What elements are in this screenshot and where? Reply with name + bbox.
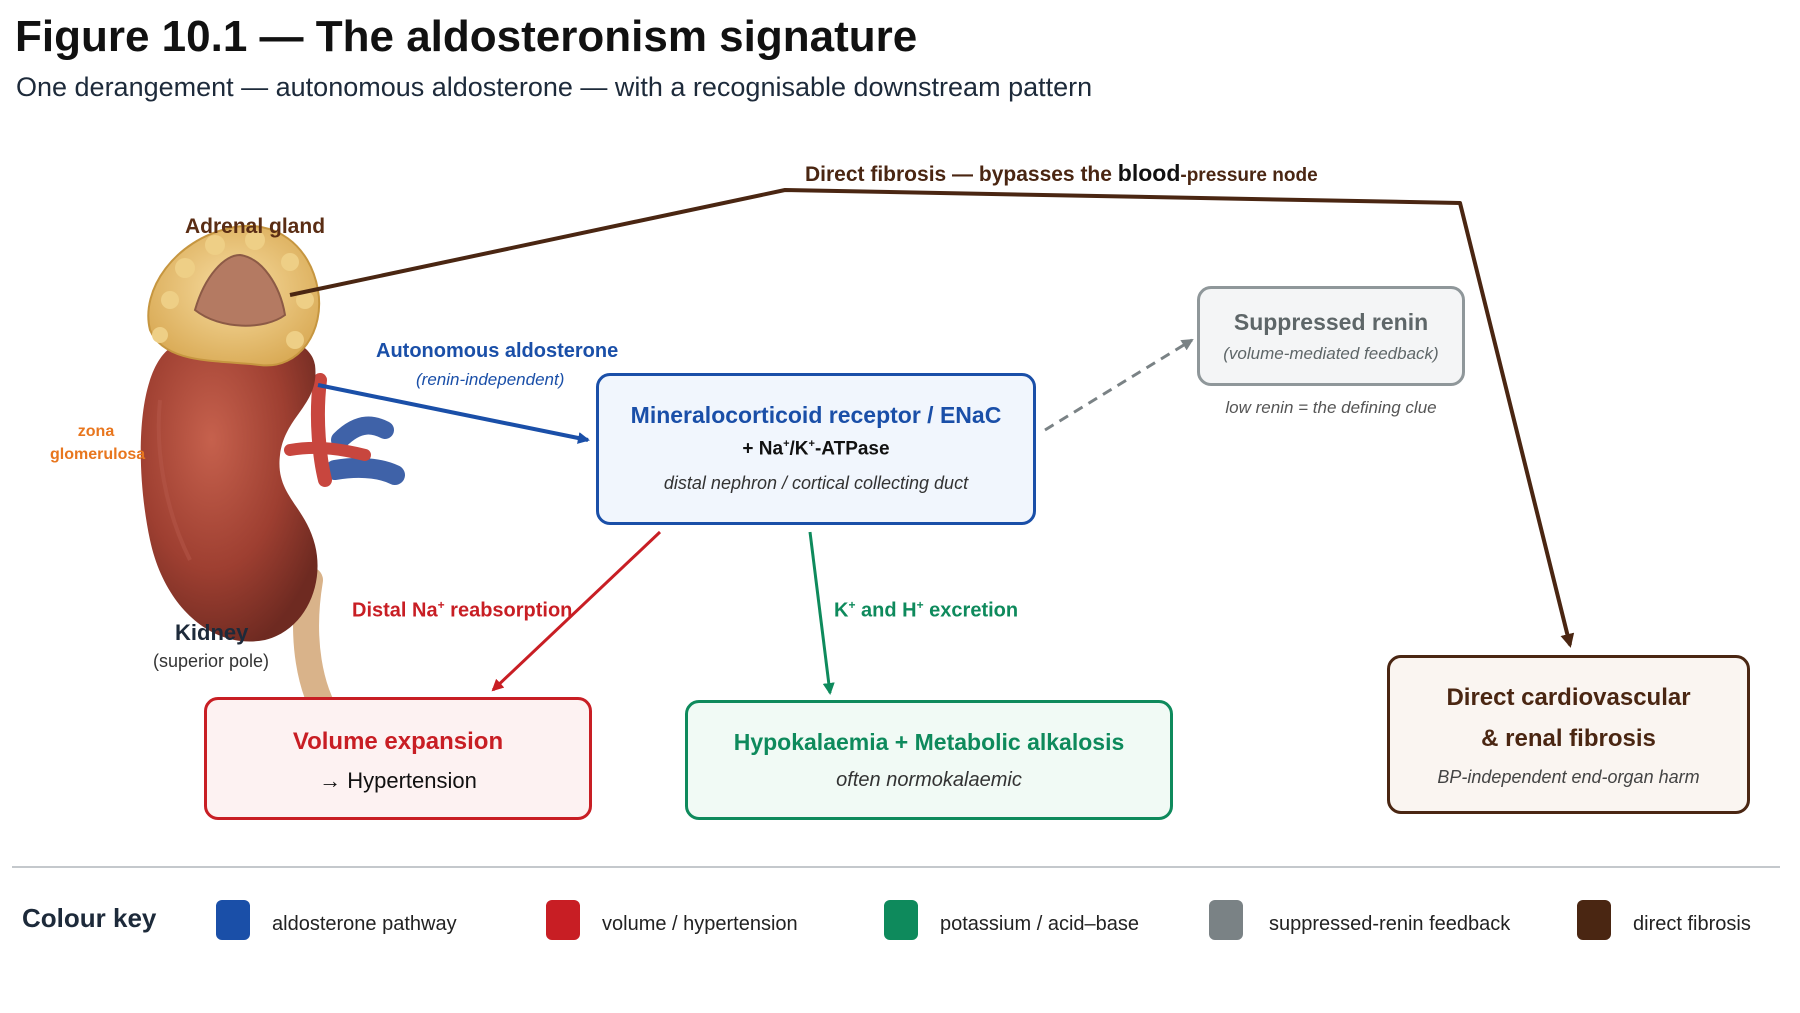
potassium-sup-b: +: [916, 598, 924, 612]
receptor-node-subtitle: + Na+/K+-ATPase: [599, 438, 1033, 460]
receptor-line2-c: -ATPase: [814, 438, 890, 460]
renin-node: Suppressed renin (volume-mediated feedba…: [1197, 286, 1465, 386]
key-label-renin: suppressed-renin feedback: [1269, 913, 1511, 935]
potassium-arrow: [808, 531, 835, 695]
hypokalaemia-node: Hypokalaemia + Metabolic alkalosis often…: [685, 700, 1173, 820]
key-swatch-potassium: [884, 900, 918, 940]
kidney-sublabel: (superior pole): [153, 651, 270, 671]
potassium-sup-a: +: [848, 598, 856, 612]
aldosterone-arrow-label: Autonomous aldosterone: [376, 340, 619, 362]
sodium-arrow: [491, 530, 662, 692]
key-swatch-volume: [546, 900, 580, 940]
key-label-volume: volume / hypertension: [602, 913, 798, 935]
zona-label-line-1: zona: [77, 423, 115, 440]
receptor-line2-a: + Na: [742, 438, 784, 460]
key-label-aldosterone: aldosterone pathway: [272, 913, 457, 935]
key-swatch-aldosterone: [216, 900, 250, 940]
fibrosis-node-note: BP-independent end-organ harm: [1437, 767, 1700, 787]
fibrosis-node-title-1: Direct cardiovascular: [1446, 684, 1691, 711]
volume-node: Volume expansion → Hypertension: [204, 697, 592, 820]
page-title: Figure 10.1 — The aldosteronism signatur…: [15, 12, 918, 61]
adrenal-gland-illustration: [147, 224, 321, 367]
kidney-label: Kidney: [175, 620, 249, 645]
fibrosis-arrow-label: Direct fibrosis — bypasses the blood-pre…: [805, 160, 1318, 187]
fibrosis-label-suffix: -pressure node: [1180, 165, 1318, 186]
potassium-label-c: excretion: [923, 599, 1019, 622]
sodium-label-pre: Distal Na: [352, 599, 438, 622]
receptor-node-note: distal nephron / cortical collecting duc…: [663, 473, 969, 494]
hypokalaemia-node-title: Hypokalaemia + Metabolic alkalosis: [733, 729, 1125, 755]
potassium-label-b: and H: [855, 599, 917, 622]
zona-label-line-2: glomerulosa: [50, 446, 146, 463]
sodium-label-post: reabsorption: [444, 599, 573, 622]
aldosterone-arrow: [317, 383, 590, 444]
sodium-label-sup: +: [437, 598, 445, 612]
renin-feedback-arrow: [1044, 338, 1194, 432]
fibrosis-label-prefix: Direct fibrosis — bypasses the: [805, 163, 1118, 186]
aldosterone-arrow-sublabel: (renin-independent): [416, 370, 565, 389]
receptor-node-title: Mineralocorticoid receptor / ENaC: [630, 402, 1002, 428]
potassium-label-a: K: [834, 599, 849, 622]
adrenal-gland-label: Adrenal gland: [185, 215, 326, 238]
receptor-line2-sup2: +: [808, 438, 815, 450]
kidney-illustration: [140, 331, 405, 733]
receptor-line2-sup1: +: [783, 438, 790, 450]
page-subtitle: One derangement — autonomous aldosterone…: [16, 72, 1093, 102]
zona-glomerulosa-label: zona glomerulosa: [50, 420, 146, 466]
fibrosis-node: Direct cardiovascular & renal fibrosis B…: [1387, 655, 1750, 814]
hypokalaemia-node-note: often normokalaemic: [836, 769, 1022, 791]
receptor-line2-b: /K: [789, 438, 809, 460]
renin-node-note: (volume-mediated feedback): [1223, 344, 1439, 363]
colour-key-heading: Colour key: [22, 903, 157, 933]
volume-node-subtitle: → Hypertension: [319, 768, 477, 793]
key-swatch-renin: [1209, 900, 1243, 940]
receptor-node: Mineralocorticoid receptor / ENaC + Na+/…: [596, 373, 1036, 525]
potassium-arrow-label: K+ and H+ excretion: [834, 598, 1018, 623]
fibrosis-node-title-2: & renal fibrosis: [1481, 725, 1656, 752]
key-label-potassium: potassium / acid–base: [940, 913, 1140, 935]
fibrosis-arrow: [289, 188, 1575, 648]
sodium-arrow-label: Distal Na+ reabsorption: [352, 598, 572, 623]
volume-node-title: Volume expansion: [292, 728, 504, 755]
renin-caption: low renin = the defining clue: [1225, 398, 1437, 417]
fibrosis-label-bold: blood: [1117, 160, 1181, 186]
key-label-fibrosis: direct fibrosis: [1633, 913, 1751, 935]
key-swatch-fibrosis: [1577, 900, 1611, 940]
renin-node-title: Suppressed renin: [1233, 309, 1429, 335]
